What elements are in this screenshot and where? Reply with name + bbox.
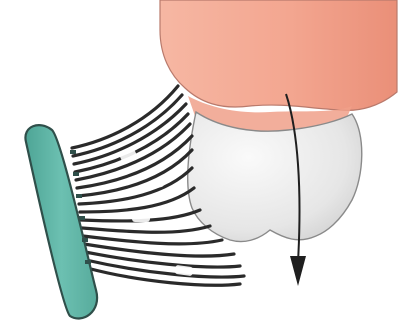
tooth-icon — [188, 112, 362, 242]
